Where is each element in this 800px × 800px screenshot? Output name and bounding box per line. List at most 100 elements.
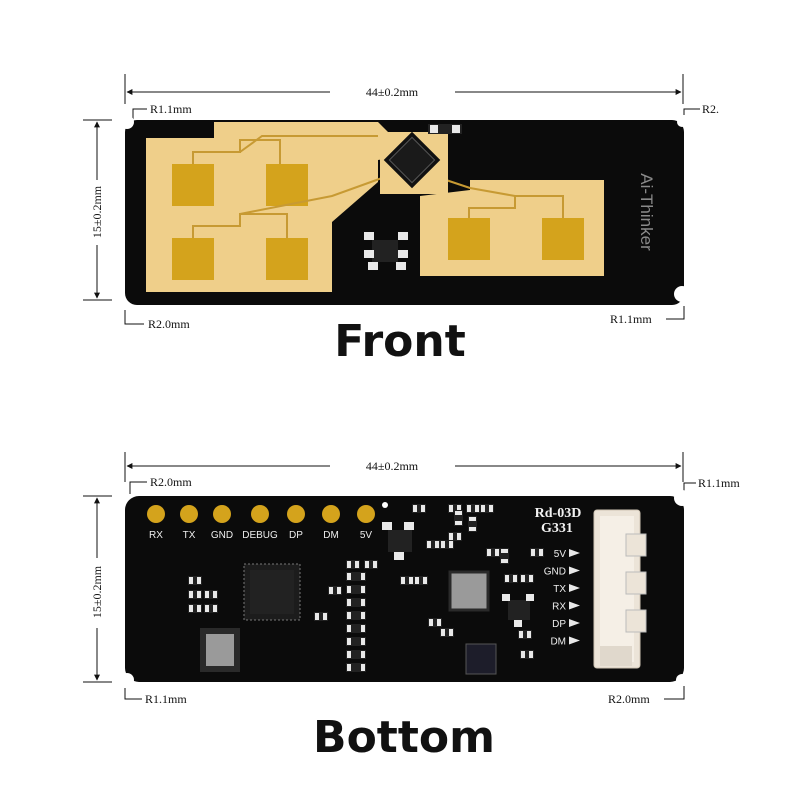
smd-capacitor <box>428 124 462 134</box>
smd-component <box>440 628 454 637</box>
revision-label: G331 <box>541 521 573 536</box>
smd-component <box>428 618 442 627</box>
connector-pin-arrow <box>569 549 580 557</box>
connector-pin-label: DP <box>552 619 566 630</box>
transistor <box>382 522 414 560</box>
pin-label: RX <box>149 530 163 541</box>
connector-pin-arrow <box>569 601 580 610</box>
brand-silkscreen: Ai-Thinker <box>637 173 656 251</box>
pin-label: DP <box>289 530 303 541</box>
smd-component <box>346 650 366 659</box>
connector-pin-label: TX <box>553 584 566 595</box>
bottom-radius-bottom-right: R2.0mm <box>608 692 650 706</box>
smd-component <box>504 574 518 583</box>
pin-pad <box>213 505 231 523</box>
connector-pin-label: DM <box>550 637 566 648</box>
pin-pad <box>287 505 305 523</box>
connector-pin-label: GND <box>544 567 566 578</box>
smd-component <box>414 576 428 585</box>
smd-component <box>500 548 509 564</box>
antenna-feed-lines <box>192 135 564 238</box>
antenna-patch <box>172 238 214 280</box>
front-height-dimension: 15±0.2mm <box>90 185 104 238</box>
front-radius-top-left: R1.1mm <box>150 102 192 116</box>
front-view: 44±0.2mm 15±0.2mm R1.1mm R2. R2.0mm R1.1… <box>83 74 719 367</box>
front-title: Front <box>334 316 466 367</box>
smd-component <box>426 540 440 549</box>
antenna-patch <box>542 218 584 260</box>
smd-component <box>346 585 366 594</box>
smd-component <box>188 604 202 613</box>
passive-components <box>188 504 544 672</box>
mcu-chip <box>243 563 301 621</box>
smd-component <box>520 650 534 659</box>
connector-pin-arrow <box>569 619 580 627</box>
connector-pin-label: 5V <box>554 549 567 560</box>
pin-pad <box>357 505 375 523</box>
pin-pad-row: RX TX GND DEBUG DP DM 5V <box>147 505 375 541</box>
smd-component <box>204 590 218 599</box>
pin-label: DEBUG <box>242 530 278 541</box>
crystal-can <box>448 570 490 612</box>
smd-component <box>188 590 202 599</box>
front-pcb: Ai-Thinker <box>120 115 690 305</box>
connector-pin-labels: 5V GND TX RX DP DM <box>544 549 580 648</box>
pin-label: DM <box>323 530 339 541</box>
pin-pad <box>251 505 269 523</box>
model-label: Rd-03D <box>535 506 582 521</box>
front-width-dimension: 44±0.2mm <box>366 85 419 99</box>
pin-label: TX <box>183 530 196 541</box>
pin-label: GND <box>211 530 233 541</box>
jst-connector <box>593 509 647 669</box>
front-radius-top-right: R2. <box>702 102 719 116</box>
bottom-view: 44±0.2mm 15±0.2mm R2.0mm R1.1mm R1.1mm R… <box>83 452 740 763</box>
bottom-pcb: RX TX GND DEBUG DP DM 5V Rd-03D G331 <box>120 490 690 687</box>
bottom-radius-bottom-left: R1.1mm <box>145 692 187 706</box>
smd-component <box>346 611 366 620</box>
smd-component <box>346 560 360 569</box>
pin-label: 5V <box>360 530 373 541</box>
bottom-title: Bottom <box>313 712 495 763</box>
transistor <box>502 594 534 627</box>
crystal-oscillator <box>200 628 240 672</box>
smd-component <box>364 560 378 569</box>
pin-pad <box>180 505 198 523</box>
smd-component <box>448 504 462 513</box>
smd-component <box>346 624 366 633</box>
antenna-patch <box>266 164 308 206</box>
pin-pad <box>322 505 340 523</box>
smd-component <box>480 504 494 513</box>
smd-component <box>328 586 342 595</box>
ic-chip <box>465 643 497 675</box>
radar-chip <box>380 131 448 194</box>
smd-component <box>314 612 328 621</box>
bottom-width-dimension: 44±0.2mm <box>366 459 419 473</box>
connector-pin-label: RX <box>552 602 566 613</box>
smd-component <box>448 532 462 541</box>
smd-component <box>466 504 480 513</box>
smd-component <box>454 510 463 526</box>
smd-component <box>486 548 500 557</box>
smd-component <box>346 637 366 646</box>
connector-pin-arrow <box>569 636 580 645</box>
smd-component <box>346 663 366 672</box>
smd-component <box>440 540 454 549</box>
front-radius-bottom-right: R1.1mm <box>610 312 652 326</box>
smd-component <box>400 576 414 585</box>
bottom-height-dimension: 15±0.2mm <box>90 565 104 618</box>
smd-component <box>204 604 218 613</box>
smd-component <box>412 504 426 513</box>
connector-pin-arrow <box>569 566 580 575</box>
smd-component <box>530 548 544 557</box>
smd-component <box>346 598 366 607</box>
pin-pad <box>147 505 165 523</box>
smd-component <box>468 516 477 532</box>
smd-component <box>346 572 366 581</box>
smd-component <box>188 576 202 585</box>
antenna-patch <box>266 238 308 280</box>
antenna-patch <box>172 164 214 206</box>
voltage-regulator <box>364 232 408 270</box>
smd-component <box>520 574 534 583</box>
antenna-patch <box>448 218 490 260</box>
